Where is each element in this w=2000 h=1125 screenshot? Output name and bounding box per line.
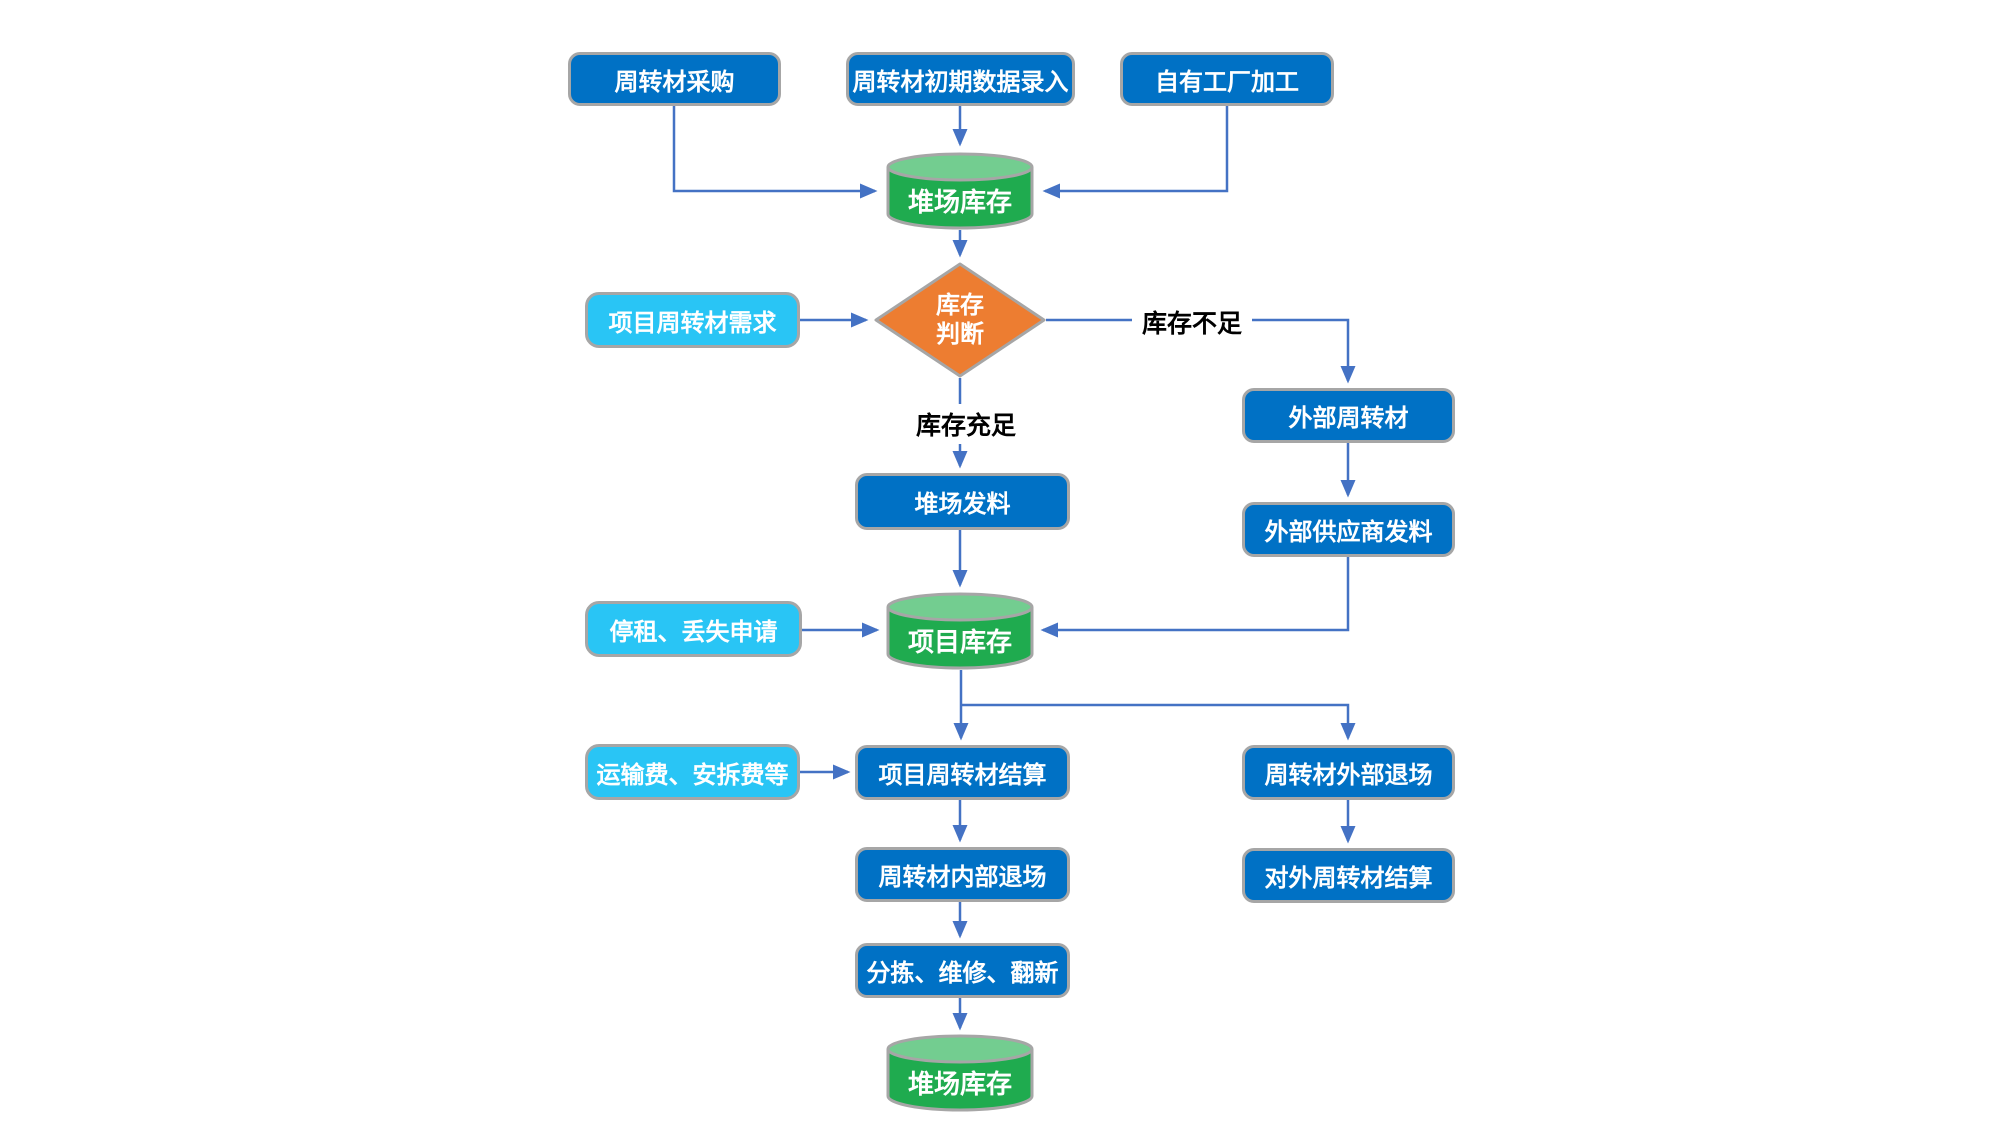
process-initial-data-entry: 周转材初期数据录入: [846, 52, 1075, 106]
edge-label-insufficient-inventory: 库存不足: [1132, 302, 1253, 342]
storage-yard-inventory-bottom-label: 堆场库存: [907, 1069, 1012, 1100]
decision-inventory-check-label: 库存 判断: [936, 291, 984, 348]
process-external-material-exit: 周转材外部退场: [1242, 745, 1455, 800]
storage-project-inventory-label: 项目库存: [907, 627, 1012, 658]
process-sorting-repair-renovation: 分拣、维修、翻新: [855, 943, 1070, 998]
input-project-material-demand: 项目周转材需求: [585, 292, 800, 348]
decision-inventory-check: 库存 判断: [874, 262, 1046, 378]
arrow-supplier-issue-to-project-storage: [1040, 557, 1350, 638]
process-external-turnover-material: 外部周转材: [1242, 388, 1455, 443]
storage-yard-inventory-top-label: 堆场库存: [907, 187, 1012, 218]
input-stop-rent-loss-application: 停租、丢失申请: [585, 601, 802, 657]
arrow-factory-to-yard-storage: [1042, 106, 1229, 199]
process-external-material-settlement: 对外周转材结算: [1242, 848, 1455, 903]
arrow-purchase-to-yard-storage: [672, 106, 878, 199]
process-own-factory-processing: 自有工厂加工: [1120, 52, 1334, 106]
process-internal-material-exit: 周转材内部退场: [855, 847, 1070, 902]
edge-label-sufficient-inventory: 库存充足: [906, 404, 1027, 444]
storage-project-inventory: 项目库存: [885, 592, 1035, 670]
input-transport-installation-fees: 运输费、安拆费等: [585, 744, 800, 800]
process-project-material-settlement: 项目周转材结算: [855, 745, 1070, 800]
process-external-supplier-issue: 外部供应商发料: [1242, 502, 1455, 557]
process-turnover-material-purchase: 周转材采购: [568, 52, 781, 106]
arrow-project-storage-to-external-exit: [961, 703, 1356, 741]
storage-yard-inventory-bottom: 堆场库存: [885, 1034, 1035, 1112]
process-yard-material-issue: 堆场发料: [855, 473, 1070, 530]
storage-yard-inventory-top: 堆场库存: [885, 152, 1035, 230]
